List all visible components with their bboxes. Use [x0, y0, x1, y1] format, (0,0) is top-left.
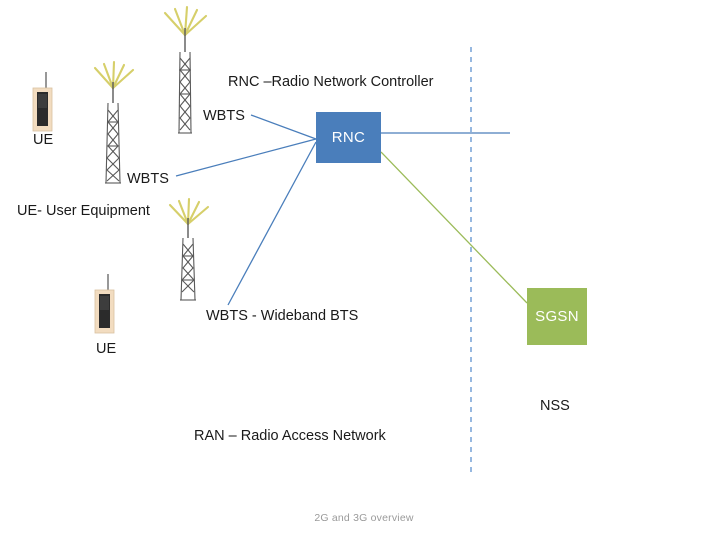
node-rnc-label: RNC — [331, 129, 366, 146]
cell-tower-icon — [163, 5, 208, 134]
link-wbts-bottom-to-rnc — [227, 141, 317, 306]
node-sgsn[interactable]: SGSN — [527, 288, 587, 345]
cell-tower-icon — [168, 197, 210, 301]
mobile-phone-icon — [32, 72, 53, 132]
link-wbts-top-to-rnc — [250, 114, 317, 140]
label-wbts-top: WBTS — [203, 108, 245, 124]
link-rnc-to-sgsn — [380, 151, 528, 304]
legend-rnc-expansion: RNC –Radio Network Controller — [228, 74, 434, 90]
node-sgsn-label: SGSN — [535, 308, 579, 325]
slide-caption: 2G and 3G overview — [314, 512, 414, 524]
legend-ue-expansion: UE- User Equipment — [17, 203, 150, 219]
legend-wbts-expansion: WBTS - Wideband BTS — [206, 308, 359, 324]
link-wbts-left-to-rnc — [175, 138, 317, 177]
label-wbts-left: WBTS — [127, 171, 169, 187]
legend-ran-expansion: RAN – Radio Access Network — [194, 428, 386, 444]
node-rnc[interactable]: RNC — [316, 112, 381, 163]
legend-nss: NSS — [540, 398, 570, 414]
mobile-phone-icon — [94, 274, 115, 334]
label-ue-bottom: UE — [96, 341, 117, 357]
cell-tower-icon — [93, 60, 135, 184]
label-ue-top: UE — [33, 132, 54, 148]
